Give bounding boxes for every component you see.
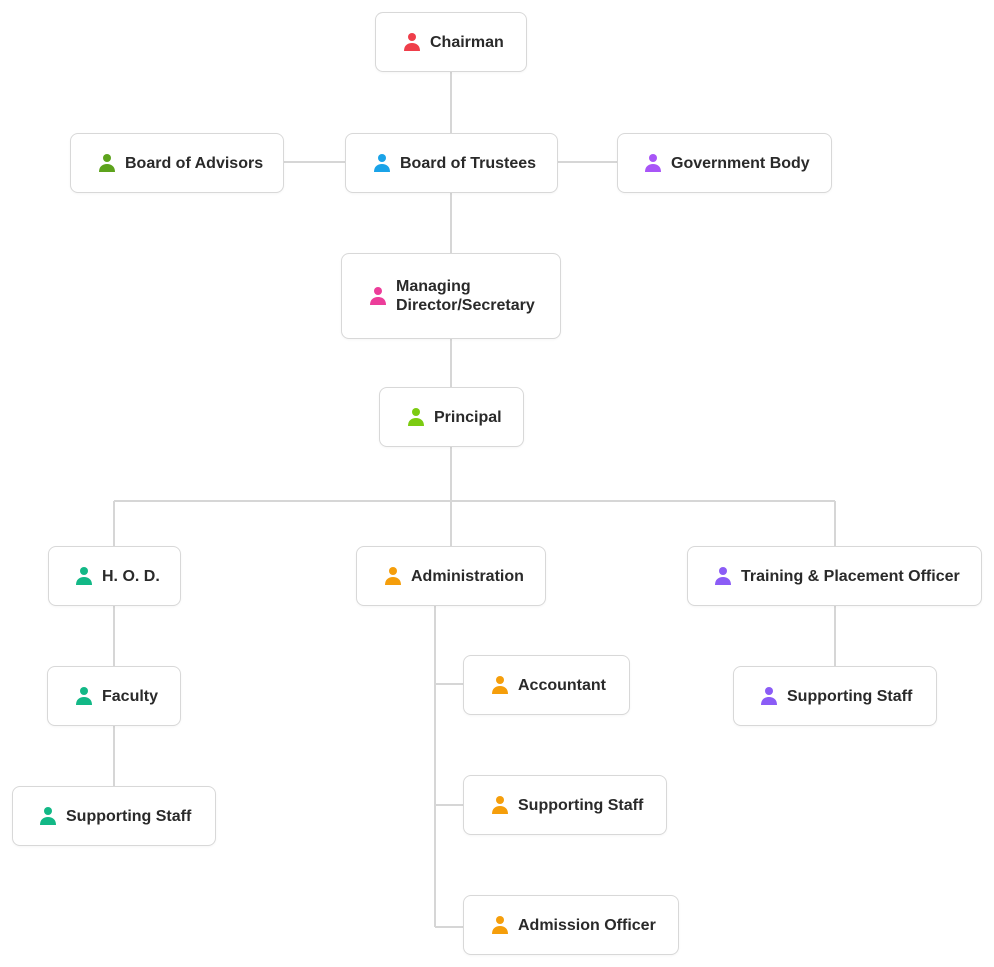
node-government-body[interactable]: Government Body xyxy=(617,133,832,193)
person-icon xyxy=(98,153,116,173)
node-hod[interactable]: H. O. D. xyxy=(48,546,181,606)
node-admin-supporting-staff[interactable]: Supporting Staff xyxy=(463,775,667,835)
node-label: Government Body xyxy=(671,154,810,172)
node-label: Board of Trustees xyxy=(400,154,537,172)
node-label: Chairman xyxy=(430,33,504,51)
person-icon xyxy=(407,407,425,427)
node-label: Faculty xyxy=(102,687,159,705)
node-label: Accountant xyxy=(518,676,606,694)
node-admission-officer[interactable]: Admission Officer xyxy=(463,895,679,955)
node-label: Board of Advisors xyxy=(125,154,264,172)
node-accountant[interactable]: Accountant xyxy=(463,655,630,715)
person-icon xyxy=(644,153,662,173)
node-board-of-trustees[interactable]: Board of Trustees xyxy=(345,133,558,193)
node-managing-director[interactable]: Managing Director/Secretary xyxy=(341,253,561,339)
person-icon xyxy=(491,795,509,815)
person-icon xyxy=(760,686,778,706)
person-icon xyxy=(403,32,421,52)
person-icon xyxy=(75,686,93,706)
node-label: Supporting Staff xyxy=(787,687,913,705)
node-chairman[interactable]: Chairman xyxy=(375,12,527,72)
person-icon xyxy=(491,675,509,695)
node-label: H. O. D. xyxy=(102,567,160,585)
node-label: Training & Placement Officer xyxy=(741,567,960,585)
person-icon xyxy=(714,566,732,586)
node-administration[interactable]: Administration xyxy=(356,546,546,606)
node-faculty[interactable]: Faculty xyxy=(47,666,181,726)
node-label: Administration xyxy=(411,567,524,585)
person-icon xyxy=(75,566,93,586)
node-tpo-supporting-staff[interactable]: Supporting Staff xyxy=(733,666,937,726)
node-label: Principal xyxy=(434,408,502,426)
node-hod-supporting-staff[interactable]: Supporting Staff xyxy=(12,786,216,846)
node-label: Managing Director/Secretary xyxy=(396,278,535,314)
person-icon xyxy=(39,806,57,826)
node-label: Supporting Staff xyxy=(66,807,192,825)
person-icon xyxy=(369,286,387,306)
node-training-placement[interactable]: Training & Placement Officer xyxy=(687,546,982,606)
person-icon xyxy=(491,915,509,935)
node-principal[interactable]: Principal xyxy=(379,387,524,447)
node-label: Supporting Staff xyxy=(518,796,644,814)
person-icon xyxy=(384,566,402,586)
node-label: Admission Officer xyxy=(518,916,656,934)
person-icon xyxy=(373,153,391,173)
node-board-of-advisors[interactable]: Board of Advisors xyxy=(70,133,284,193)
